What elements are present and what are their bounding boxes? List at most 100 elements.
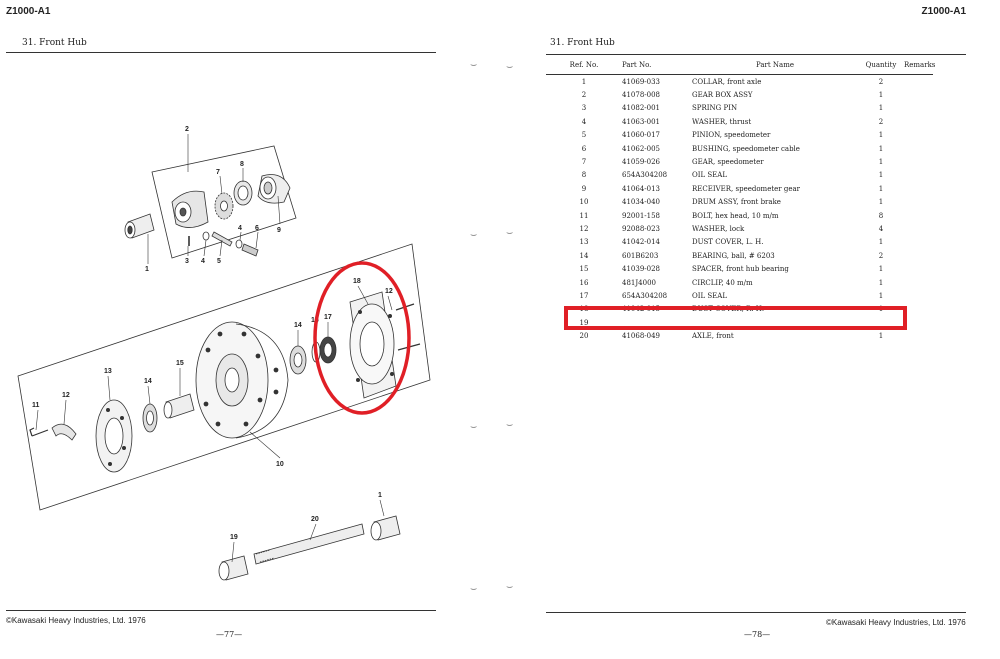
left-copyright: ©Kawasaki Heavy Industries, Ltd. 1976 [6,616,146,625]
cell-name: DUST COVER, L. H. [692,238,764,247]
cell-ref: 17 [579,291,589,300]
callout-1-bottom: 1 [378,492,382,499]
cell-part-no: 41059-026 [622,158,660,167]
cell-ref: 9 [581,184,587,193]
cell-part-no: 654A304208 [622,291,668,300]
cell-remarks [904,155,933,168]
cell-name: OIL SEAL [692,291,727,300]
cell-ref: 5 [581,131,587,140]
part-19-axle-collar-left [218,555,249,581]
axle-front [253,523,365,565]
gear-speedometer [214,192,234,220]
hub-frame [17,243,431,511]
callout-20: 20 [311,516,319,523]
cell-part-no: 41069-033 [622,77,660,86]
cell-part-no: 41034-040 [622,198,660,207]
collar-front-axle-top [124,213,155,239]
cell-name: AXLE, front [692,332,734,341]
callout-10: 10 [276,461,284,468]
cell-ref: 13 [579,238,589,247]
col-part-no: Part No. [622,56,692,75]
oil-seal-top [233,180,253,206]
lock-washer-left [51,423,77,441]
cell-remarks [904,88,933,101]
cell-part-no: 92088-023 [622,224,660,233]
cell-remarks [904,129,933,142]
callout-5: 5 [217,258,221,265]
cell-remarks [904,222,933,235]
cell-remarks [904,102,933,115]
cell-name: WASHER, lock [692,224,745,233]
cell-name: BEARING, ball, # 6203 [692,251,775,260]
callout-2: 2 [185,126,189,133]
punch-mark: ⌣ [506,60,514,73]
cell-remarks [904,169,933,182]
punch-mark: ⌣ [506,418,514,431]
cell-ref: 11 [579,211,589,220]
callout-12-left: 12 [62,392,70,399]
receiver-speedometer-gear [257,174,291,204]
col-remarks: Remarks [904,56,935,75]
cell-part-no: 41039-028 [622,265,660,274]
cell-remarks [904,196,933,209]
bushing-speedometer-cable [241,243,259,257]
callout-11: 11 [32,402,40,409]
punch-mark: ⌣ [506,226,514,239]
cell-qty: 1 [878,332,884,341]
highlight-circle [313,261,411,415]
callout-18: 18 [353,278,361,285]
bolt-hex-head-left [29,427,49,437]
cell-remarks [904,236,933,249]
washer-thrust-b [235,239,243,249]
callout-13: 13 [104,368,112,375]
cell-ref: 12 [579,224,589,233]
callout-7: 7 [216,169,220,176]
right-footer-rule [546,612,966,613]
cell-ref: 1 [581,77,587,86]
cell-qty: 1 [878,144,884,153]
right-page-number: —78— [744,630,771,639]
cell-qty: 1 [878,131,884,140]
cell-remarks [904,142,933,155]
cell-remarks [904,182,933,195]
cell-name: WASHER, thrust [692,117,752,126]
table-row: 20 41068-049 AXLE, front 1 [546,329,933,342]
cell-remarks [904,209,933,222]
cell-qty: 1 [878,104,884,113]
cell-part-no: 41082-001 [622,104,660,113]
right-page-header: Z1000-A1 [921,6,966,17]
cell-ref: 20 [579,332,589,341]
cell-part-no: 41068-049 [622,332,660,341]
cell-qty: 1 [878,238,884,247]
cell-name: PINION, speedometer [692,131,771,140]
punch-mark: ⌣ [470,420,478,433]
cell-part-no: 41062-005 [622,144,660,153]
col-ref-no: Ref. No. [546,56,622,75]
cell-part-no: 41060-017 [622,131,660,140]
table-row: 19 [546,316,933,329]
front-hub-exploded-diagram: 2 1 3 4 5 4 6 7 8 9 12 11 13 14 15 10 14… [17,126,431,581]
cell-part-no: 41042-014 [622,238,660,247]
cell-ref: 8 [581,171,587,180]
cell-ref: 15 [579,265,589,274]
cell-name: CIRCLIP, 40 m/m [692,278,753,287]
right-header-rule [546,54,966,55]
bearing-ball-right [289,345,307,375]
cell-remarks [904,316,933,329]
cell-remarks [904,329,933,342]
drum-assy-front-brake [195,321,289,439]
callout-1-top: 1 [145,266,149,273]
cell-part-no: 92001-158 [622,211,660,220]
left-page-header: Z1000-A1 [6,6,51,17]
callout-14-right: 14 [294,322,302,329]
gearbox-frame [151,145,297,259]
cell-remarks [904,115,933,128]
